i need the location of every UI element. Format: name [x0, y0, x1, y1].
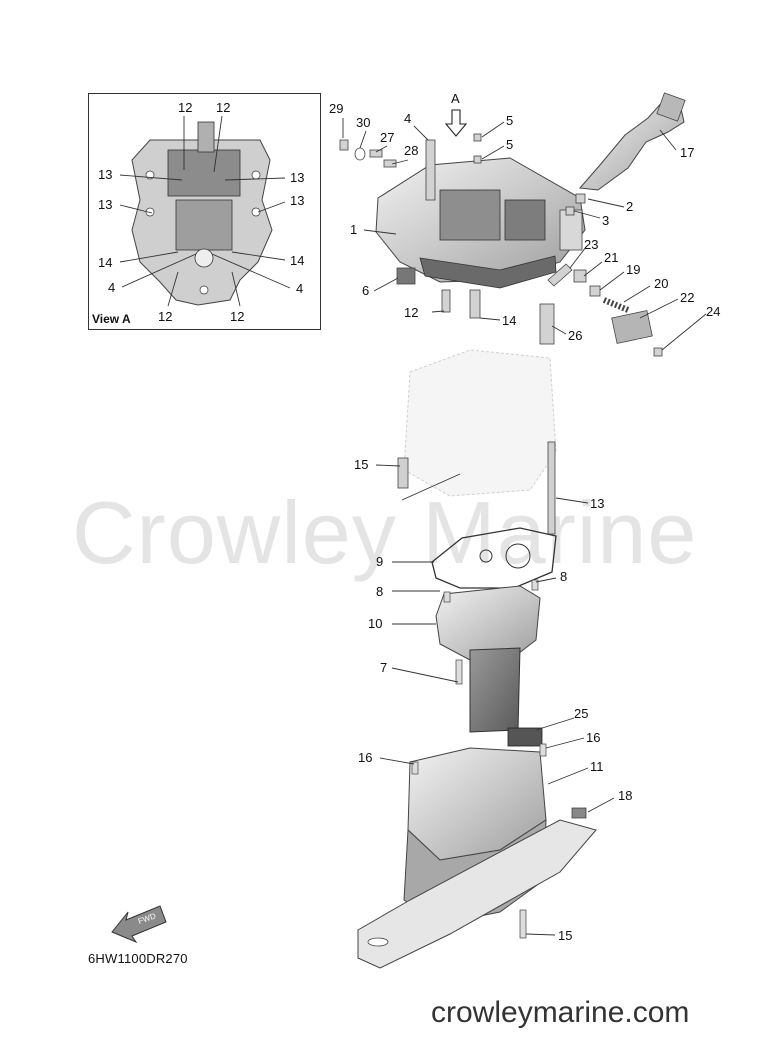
long-bolt-13	[547, 441, 556, 535]
lower-casing	[357, 727, 597, 969]
exhaust-manifold	[435, 579, 541, 733]
gasket	[431, 527, 557, 589]
callout-10: 10	[368, 616, 383, 631]
inset-callout-14: 14	[290, 253, 305, 268]
fwd-arrow	[111, 905, 167, 944]
watermark: Crowley Marine	[72, 483, 698, 582]
callout-2: 2	[626, 199, 634, 214]
callout-29: 29	[329, 101, 344, 116]
inset-callout-12: 12	[216, 100, 231, 115]
view-a-arrow-label: A	[451, 91, 460, 106]
callout-7: 7	[380, 660, 388, 675]
steering-arm	[578, 99, 685, 191]
callout-21: 21	[604, 250, 619, 265]
callout-16: 16	[358, 750, 373, 765]
diagram-code: 6HW1100DR270	[88, 951, 188, 966]
exhaust-ghost	[403, 349, 557, 497]
callout-25: 25	[574, 706, 589, 721]
callout-20: 20	[654, 276, 669, 291]
callout-9: 9	[376, 554, 384, 569]
inset-callout-4: 4	[108, 280, 116, 295]
callout-22: 22	[680, 290, 695, 305]
inset-callout-12: 12	[178, 100, 193, 115]
callout-18: 18	[618, 788, 633, 803]
callout-15: 15	[354, 457, 369, 472]
callout-8: 8	[376, 584, 384, 599]
part-18	[571, 807, 587, 819]
callout-3: 3	[602, 213, 610, 228]
part-29	[339, 139, 349, 151]
callout-16: 16	[586, 730, 601, 745]
callout-17: 17	[680, 145, 695, 160]
callout-6: 6	[362, 283, 370, 298]
inset-callout-12: 12	[158, 309, 173, 324]
site-footer: crowleymarine.com	[431, 996, 690, 1029]
callout-15: 15	[558, 928, 573, 943]
callout-1: 1	[350, 222, 358, 237]
callout-26: 26	[568, 328, 583, 343]
inset-callout-4: 4	[296, 281, 304, 296]
view-a-plate	[131, 121, 273, 306]
callout-14: 14	[502, 313, 517, 328]
callout-12: 12	[404, 305, 419, 320]
callout-5: 5	[506, 113, 514, 128]
bolt-15-upper	[397, 457, 409, 489]
inset-callout-13: 13	[290, 193, 305, 208]
callout-8: 8	[560, 569, 568, 584]
callout-23: 23	[584, 237, 599, 252]
view-a-arrow	[444, 109, 468, 137]
callout-27: 27	[380, 130, 395, 145]
callout-28: 28	[404, 143, 419, 158]
callout-5: 5	[506, 137, 514, 152]
leader-lines	[342, 118, 707, 936]
callout-4: 4	[404, 111, 412, 126]
inset-callout-13: 13	[98, 167, 113, 182]
inset-callout-13: 13	[290, 170, 305, 185]
seal-25	[507, 727, 543, 747]
callout-11: 11	[590, 759, 604, 774]
callout-19: 19	[626, 262, 641, 277]
inset-callout-14: 14	[98, 255, 113, 270]
view-a-inset	[88, 93, 321, 330]
callout-24: 24	[706, 304, 721, 319]
inset-leaders	[119, 115, 291, 307]
view-a-title: View A	[92, 312, 131, 326]
inset-callout-13: 13	[98, 197, 113, 212]
inset-callout-12: 12	[230, 309, 245, 324]
callout-13: 13	[590, 496, 605, 511]
callout-30: 30	[356, 115, 371, 130]
